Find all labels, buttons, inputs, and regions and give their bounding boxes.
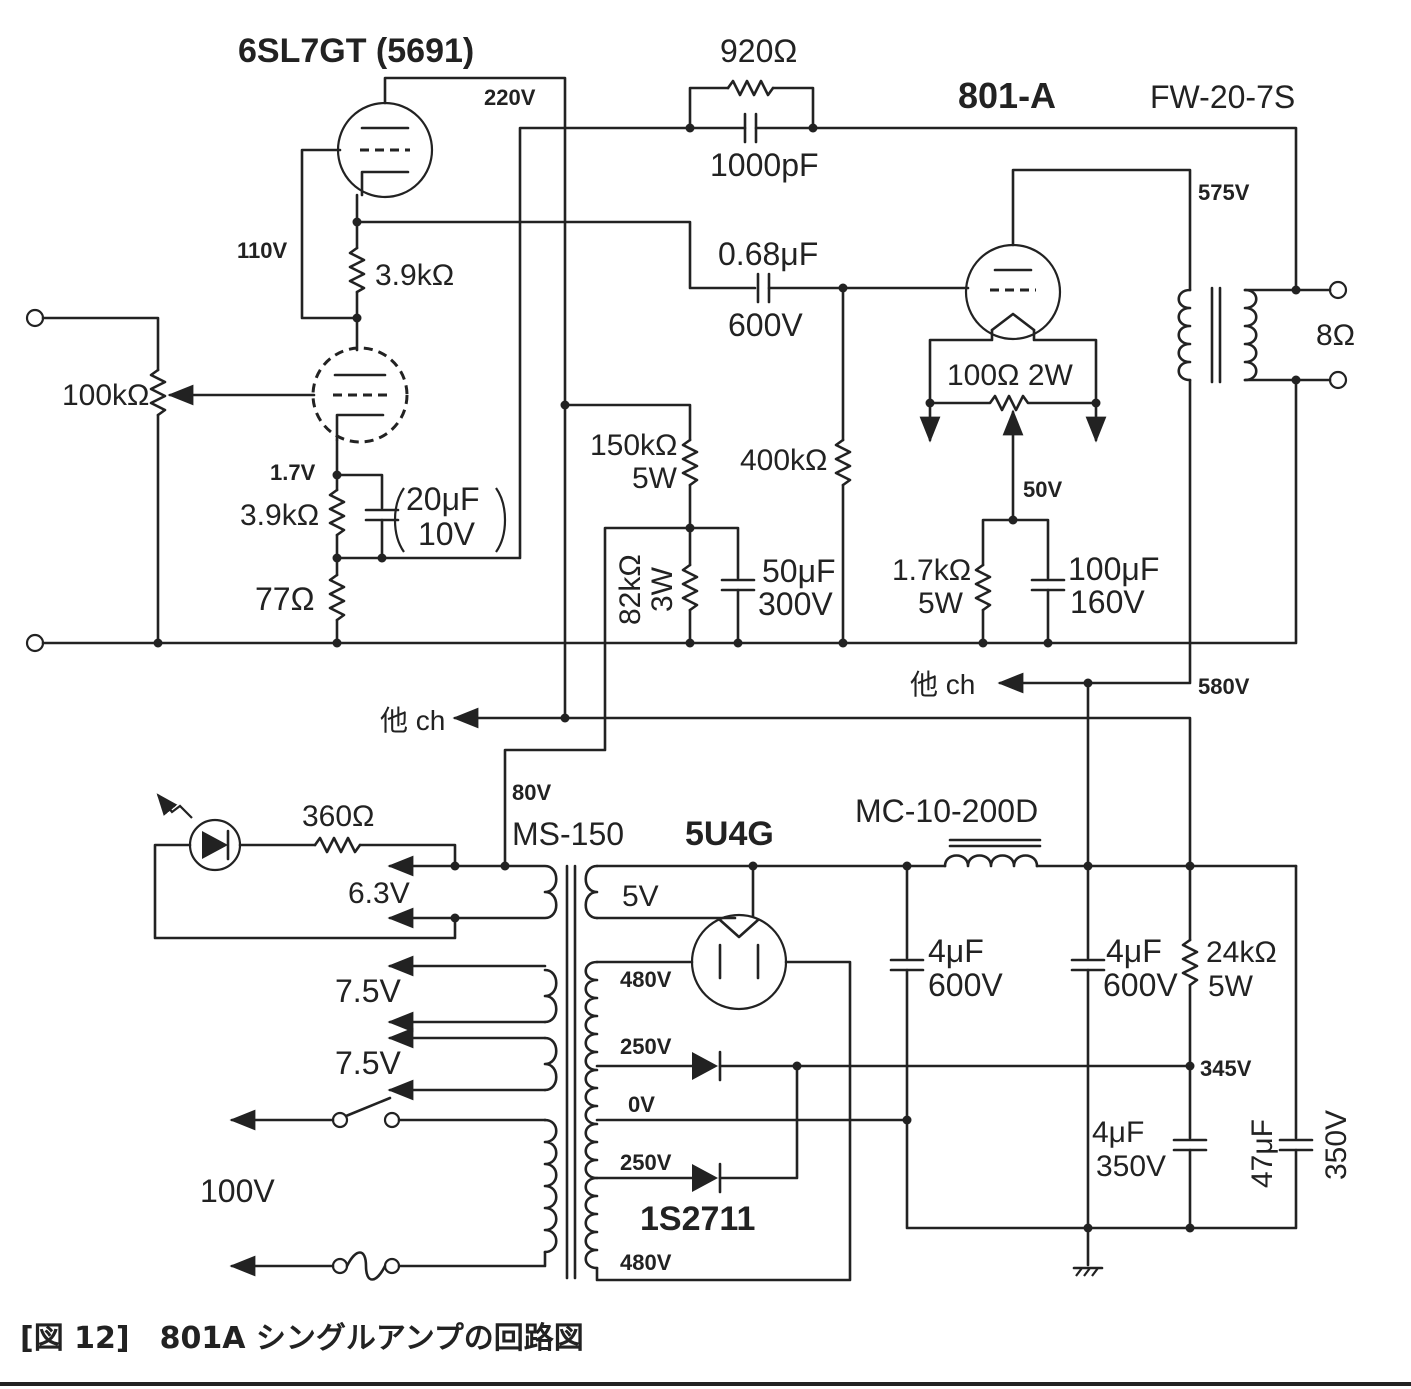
driver-tube-lower (311, 346, 409, 444)
label-100u-v: 160V (1070, 584, 1145, 620)
hum-balance-pot (928, 394, 1098, 412)
other-channel-top: 他 ch (910, 669, 975, 700)
voltage-575v: 575V (1198, 180, 1250, 205)
resistor-920 (726, 79, 775, 97)
output-tube (964, 243, 1062, 341)
label-47u-v: 350V (1320, 1110, 1353, 1180)
capacitor-100u (1030, 578, 1066, 592)
voltage-580v: 580V (1198, 674, 1250, 699)
capacitor-0u68 (756, 272, 771, 304)
label-20u-v: 10V (418, 516, 476, 552)
rectifier-tube (690, 913, 788, 1011)
label-1k7-w: 5W (918, 587, 964, 620)
resistor-82k (681, 563, 699, 612)
label-82k: 82kΩ (614, 554, 647, 625)
label-1k7: 1.7kΩ (892, 554, 971, 587)
diode-upper (692, 1050, 722, 1082)
label-4u-c: 4μF (1092, 1116, 1144, 1149)
voltage-110v: 110V (237, 238, 287, 263)
label-150k: 150kΩ (590, 429, 677, 462)
capacitor-4u-b (1070, 958, 1106, 972)
resistor-1k7 (974, 563, 992, 612)
label-hum-pot: 100Ω 2W (947, 359, 1074, 392)
capacitor-20u (364, 508, 400, 522)
fuse (331, 1251, 401, 1281)
winding-250v-a: 250V (620, 1034, 672, 1059)
winding-5v: 5V (622, 880, 659, 913)
voltage-1v7: 1.7V (270, 460, 316, 485)
driver-tube-label: 6SL7GT (5691) (238, 32, 474, 70)
label-50u: 50μF (762, 553, 836, 589)
winding-6v3: 6.3V (348, 877, 410, 910)
winding-7v5-a: 7.5V (335, 973, 401, 1009)
resistor-400k (834, 438, 852, 487)
resistor-150k (681, 438, 699, 487)
other-channel-left: 他 ch (380, 705, 445, 736)
label-77: 77Ω (255, 581, 315, 617)
pilot-led (156, 793, 242, 872)
ground-symbol (1072, 1266, 1104, 1277)
label-150k-w: 5W (632, 462, 678, 495)
winding-480v-b: 480V (620, 1250, 672, 1275)
power-transformer-label: MS-150 (512, 816, 624, 852)
resistor-24k (1181, 938, 1199, 987)
resistor-3k9-top (348, 246, 366, 294)
output-tube-label: 801-A (958, 75, 1056, 116)
figure-caption: [図 12] 801A シングルアンプの回路図 (20, 1321, 584, 1356)
diode-lower (692, 1162, 722, 1194)
label-20u: 20μF (406, 481, 480, 517)
winding-250v-b: 250V (620, 1150, 672, 1175)
capacitor-50u (720, 578, 756, 592)
label-3k9-top: 3.9kΩ (375, 259, 454, 292)
winding-480v-a: 480V (620, 967, 672, 992)
label-4u-a: 4μF (928, 933, 984, 969)
output-transformer-label: FW-20-7S (1150, 79, 1295, 115)
voltage-80v: 80V (512, 780, 551, 805)
capacitor-47u (1278, 1138, 1314, 1152)
label-0u68: 0.68μF (718, 236, 818, 272)
input-volume-pot (149, 368, 167, 417)
label-1000p: 1000pF (710, 147, 819, 183)
label-50u-v: 300V (758, 586, 833, 622)
label-0u68-v: 600V (728, 307, 803, 343)
label-920: 920Ω (720, 33, 797, 69)
label-360: 360Ω (302, 800, 374, 833)
voltage-220v: 220V (484, 85, 536, 110)
resistor-360 (313, 836, 362, 854)
label-8ohm: 8Ω (1316, 319, 1355, 352)
winding-0v: 0V (628, 1092, 655, 1117)
voltage-345v: 345V (1200, 1056, 1252, 1081)
mains-100v: 100V (200, 1173, 275, 1209)
capacitor-1000p (743, 112, 758, 144)
capacitor-4u-a (889, 958, 925, 972)
label-400k: 400kΩ (740, 444, 827, 477)
diode-label: 1S2711 (640, 1200, 755, 1238)
label-4u-a-v: 600V (928, 967, 1003, 1003)
voltage-50v: 50V (1023, 477, 1062, 502)
choke-label: MC-10-200D (855, 793, 1038, 829)
label-82k-w: 3W (646, 566, 679, 612)
filter-choke (943, 838, 1042, 868)
label-4u-c-v: 350V (1096, 1150, 1166, 1183)
label-24k-w: 5W (1208, 970, 1254, 1003)
label-100k: 100kΩ (62, 379, 149, 412)
label-24k: 24kΩ (1206, 936, 1277, 969)
rectifier-tube-label: 5U4G (685, 815, 774, 853)
resistor-3k9-cathode (328, 488, 346, 537)
winding-7v5-b: 7.5V (335, 1045, 401, 1081)
label-4u-b: 4μF (1106, 933, 1162, 969)
capacitor-4u-c (1172, 1138, 1208, 1152)
label-100u: 100μF (1068, 551, 1159, 587)
label-3k9-bot: 3.9kΩ (240, 499, 319, 532)
driver-tube-upper (336, 101, 434, 199)
label-47u: 47μF (1246, 1119, 1279, 1188)
label-4u-b-v: 600V (1103, 967, 1178, 1003)
resistor-77 (328, 573, 346, 622)
power-switch[interactable] (331, 1096, 401, 1129)
output-transformer (1177, 286, 1258, 384)
power-transformer (453, 864, 599, 1280)
